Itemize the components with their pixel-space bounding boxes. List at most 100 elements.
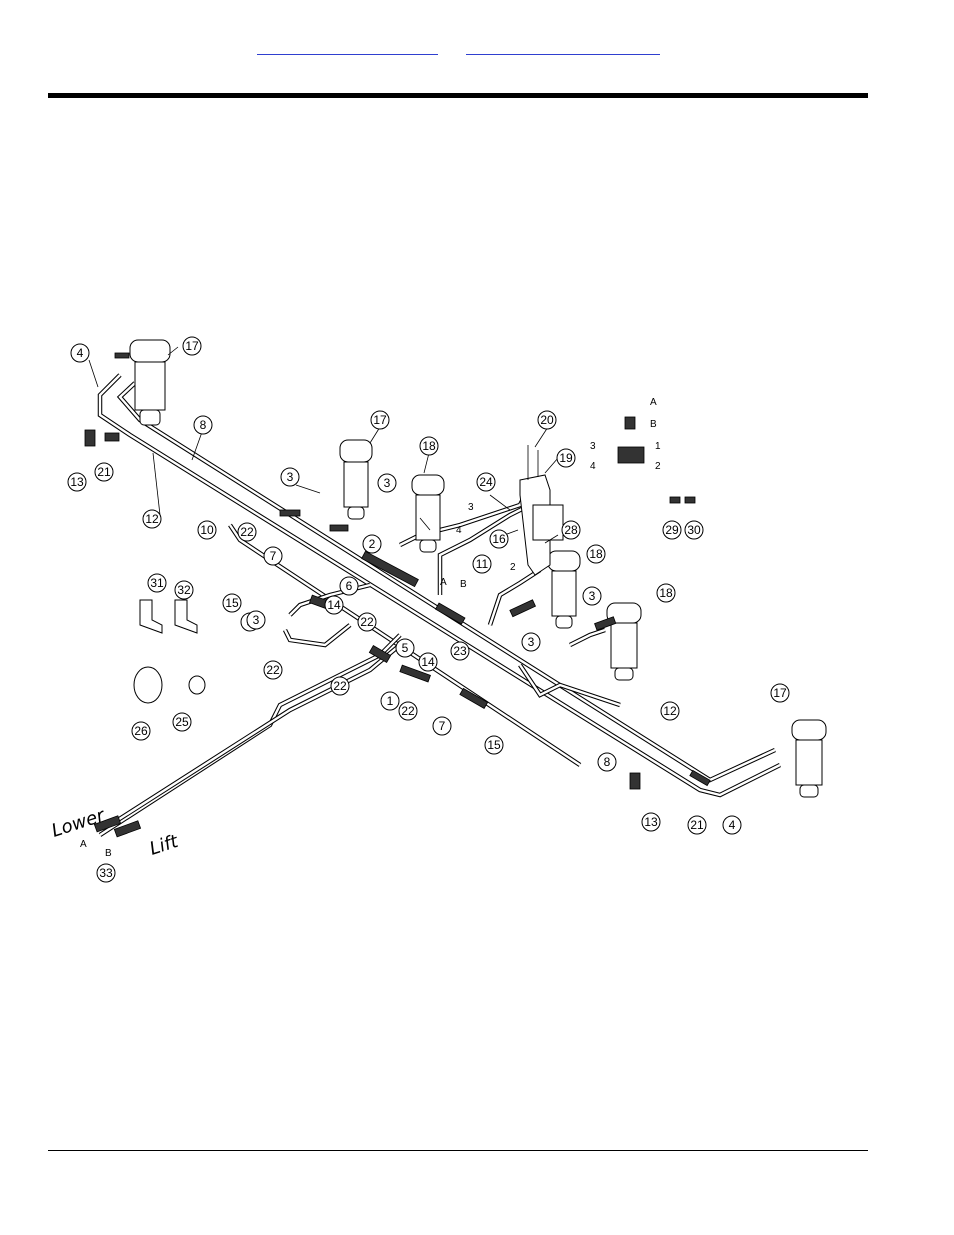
svg-text:15: 15 bbox=[225, 596, 239, 610]
port-label-4: 4 bbox=[590, 461, 596, 472]
svg-text:33: 33 bbox=[99, 866, 113, 880]
svg-text:1: 1 bbox=[387, 694, 394, 708]
svg-text:16: 16 bbox=[492, 532, 506, 546]
callout-24: 23 bbox=[451, 642, 469, 660]
svg-text:31: 31 bbox=[150, 576, 164, 590]
header-rule bbox=[48, 93, 868, 98]
callout-10: 10 bbox=[198, 521, 216, 539]
svg-text:3: 3 bbox=[253, 613, 260, 627]
svg-text:17: 17 bbox=[185, 339, 199, 353]
coupler-label-a: A bbox=[80, 839, 87, 850]
svg-text:30: 30 bbox=[687, 523, 701, 537]
hose-label-2: 2 bbox=[510, 562, 516, 573]
callout-15-b: 15 bbox=[485, 736, 503, 754]
svg-text:8: 8 bbox=[604, 755, 611, 769]
header-link-1[interactable] bbox=[257, 40, 438, 55]
svg-text:5: 5 bbox=[402, 641, 409, 655]
callout-17-c: 17 bbox=[771, 684, 789, 702]
svg-text:12: 12 bbox=[663, 704, 677, 718]
callout-16: 16 bbox=[490, 530, 508, 548]
port-label-b-top: B bbox=[650, 419, 657, 430]
callout-13-b: 13 bbox=[642, 813, 660, 831]
callout-22-a: 21 bbox=[95, 463, 113, 481]
hydraulic-parts-diagram: A B 3 1 4 2 3 4 A B 2 A B Lower Lift 4 1… bbox=[40, 325, 840, 885]
callout-17-b: 17 bbox=[371, 411, 389, 429]
svg-text:3: 3 bbox=[384, 476, 391, 490]
callout-15-a: 15 bbox=[223, 594, 241, 612]
cylinder-mid bbox=[412, 475, 444, 552]
svg-text:3: 3 bbox=[589, 589, 596, 603]
svg-text:10: 10 bbox=[200, 523, 214, 537]
svg-text:4: 4 bbox=[729, 818, 736, 832]
callout-30: 30 bbox=[685, 521, 703, 539]
hose-label-a: A bbox=[440, 577, 447, 588]
callout-14-a: 14 bbox=[325, 596, 343, 614]
svg-text:7: 7 bbox=[270, 549, 277, 563]
callout-12-a: 12 bbox=[143, 510, 161, 528]
callout-26: 25 bbox=[173, 713, 191, 731]
svg-text:17: 17 bbox=[773, 686, 787, 700]
svg-text:7: 7 bbox=[439, 719, 446, 733]
hose-label-4: 4 bbox=[456, 525, 462, 536]
cylinder-right bbox=[607, 603, 641, 680]
callout-3-a: 3 bbox=[281, 468, 299, 486]
svg-text:32: 32 bbox=[177, 583, 191, 597]
callout-13-a: 13 bbox=[68, 473, 86, 491]
callout-3-b: 3 bbox=[378, 474, 396, 492]
svg-text:8: 8 bbox=[200, 418, 207, 432]
svg-text:25: 25 bbox=[175, 715, 189, 729]
svg-text:17: 17 bbox=[373, 413, 387, 427]
callout-5-b: 5 bbox=[396, 639, 414, 657]
svg-text:4: 4 bbox=[77, 346, 84, 360]
callout-14-b: 14 bbox=[419, 653, 437, 671]
svg-text:14: 14 bbox=[421, 655, 435, 669]
callout-3-d: 3 bbox=[247, 611, 265, 629]
callout-18-a: 18 bbox=[420, 437, 438, 455]
svg-text:3: 3 bbox=[528, 635, 535, 649]
callout-18-b: 18 bbox=[587, 545, 605, 563]
svg-text:22: 22 bbox=[401, 704, 415, 718]
callout-29: 29 bbox=[663, 521, 681, 539]
callout-28: 28 bbox=[562, 521, 580, 539]
svg-text:21: 21 bbox=[97, 465, 111, 479]
svg-text:24: 24 bbox=[479, 475, 493, 489]
svg-text:29: 29 bbox=[665, 523, 679, 537]
callout-27: 26 bbox=[132, 722, 150, 740]
callout-21-b: 22 bbox=[358, 613, 376, 631]
callout-3-c: 3 bbox=[583, 587, 601, 605]
header-links bbox=[0, 40, 954, 60]
svg-text:3: 3 bbox=[287, 470, 294, 484]
callout-33: 33 bbox=[97, 864, 115, 882]
svg-text:18: 18 bbox=[589, 547, 603, 561]
svg-text:18: 18 bbox=[422, 439, 436, 453]
callout-22-b: 21 bbox=[688, 816, 706, 834]
diagram-svg: A B 3 1 4 2 3 4 A B 2 A B Lower Lift 4 1… bbox=[40, 325, 840, 885]
callout-7-a: 7 bbox=[264, 547, 282, 565]
callout-23: 22 bbox=[264, 661, 282, 679]
svg-text:6: 6 bbox=[346, 579, 353, 593]
callout-20: 20 bbox=[538, 411, 556, 429]
callout-8-a: 8 bbox=[194, 416, 212, 434]
svg-text:22: 22 bbox=[360, 615, 374, 629]
callout-17-a: 17 bbox=[183, 337, 201, 355]
svg-text:19: 19 bbox=[559, 451, 573, 465]
callout-11: 11 bbox=[473, 555, 491, 573]
svg-text:26: 26 bbox=[134, 724, 148, 738]
callout-19: 19 bbox=[557, 449, 575, 467]
callout-18-c: 18 bbox=[657, 584, 675, 602]
callout-4-a: 4 bbox=[71, 344, 89, 362]
svg-text:22: 22 bbox=[266, 663, 280, 677]
callout-21-d: 22 bbox=[399, 702, 417, 720]
svg-text:14: 14 bbox=[327, 598, 341, 612]
svg-text:23: 23 bbox=[453, 644, 467, 658]
svg-text:13: 13 bbox=[644, 815, 658, 829]
callout-32: 32 bbox=[175, 581, 193, 599]
callout-8-b: 8 bbox=[598, 753, 616, 771]
lift-label: Lift bbox=[147, 831, 181, 860]
svg-text:11: 11 bbox=[476, 557, 489, 571]
svg-text:28: 28 bbox=[564, 523, 578, 537]
header-link-2[interactable] bbox=[466, 40, 660, 55]
port-label-a-top: A bbox=[650, 397, 657, 408]
callout-21-c: 22 bbox=[331, 677, 349, 695]
coupler-label-b: B bbox=[105, 848, 112, 859]
